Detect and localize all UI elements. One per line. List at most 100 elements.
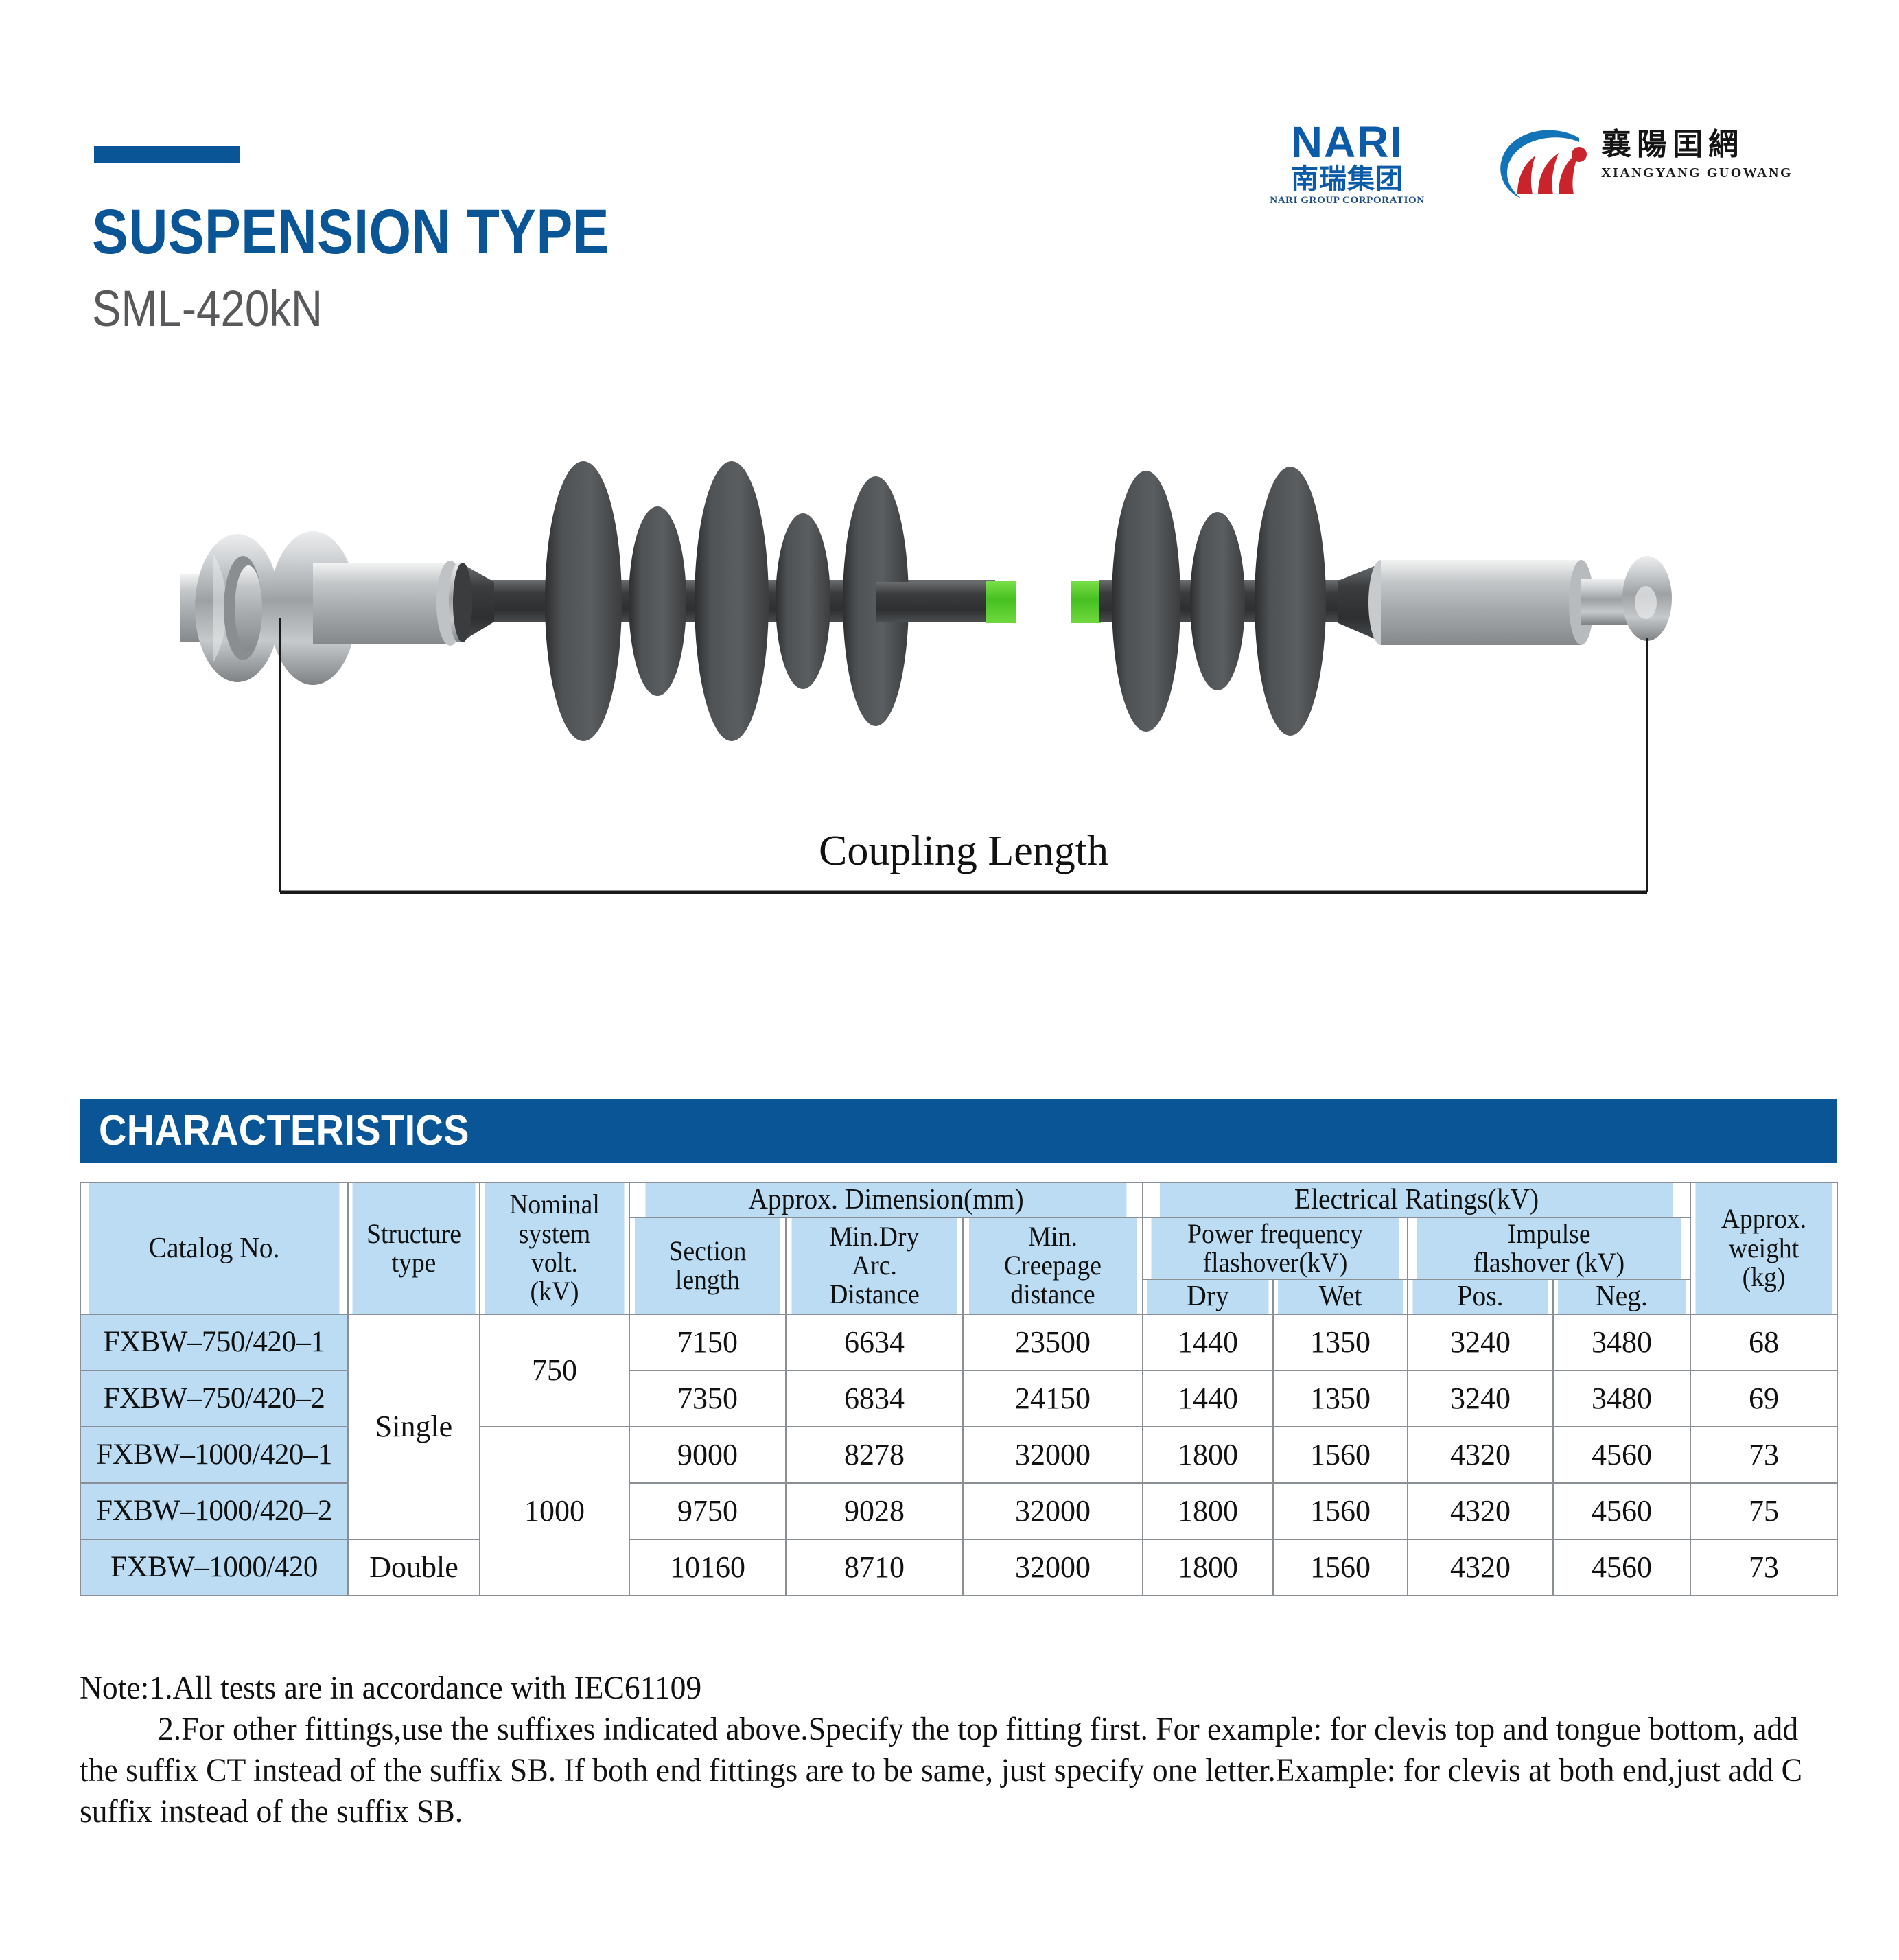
cell-catalog-no: FXBW–1000/420–1 xyxy=(80,1425,349,1484)
header-nominal-system-volt: Nominal system volt. (kV) xyxy=(483,1182,626,1315)
header-min-dry-arc-distance: Min.Dry Arc. Distance xyxy=(790,1216,959,1315)
header-nominal-line1: Nominal xyxy=(509,1189,600,1220)
header-section-length: Section length xyxy=(633,1216,782,1315)
coupling-length-dimension-bracket xyxy=(279,618,1648,894)
cell-impulse-pos: 3240 xyxy=(1407,1313,1554,1371)
table-row: FXBW–1000/420–2 9750 9028 32000 1800 156… xyxy=(80,1482,1839,1540)
break-marker-right xyxy=(1071,581,1101,623)
header-structure-type: Structure type xyxy=(351,1182,477,1315)
insulator-shed-group-left xyxy=(545,461,909,741)
cell-min-creepage-distance: 32000 xyxy=(962,1425,1143,1484)
insulator-product-illustration: Coupling Length xyxy=(180,461,1672,894)
insulator-shed-group-right xyxy=(1112,467,1326,736)
characteristics-table: Catalog No. Structure type Nominal syste… xyxy=(80,1182,1839,1596)
header-electrical-ratings: Electrical Ratings(kV) xyxy=(1158,1182,1675,1218)
header-nominal-line4: (kV) xyxy=(530,1276,579,1307)
cell-power-freq-wet: 1560 xyxy=(1272,1538,1408,1596)
cell-catalog-no: FXBW–750/420–2 xyxy=(80,1369,349,1427)
xiangyang-chinese-name: 襄陽囯網 xyxy=(1601,127,1744,162)
note-line-2: 2.For other fittings,use the suffixes in… xyxy=(80,1711,1803,1830)
header-min-dry-arc-line1: Min.Dry xyxy=(829,1220,920,1252)
table-row: FXBW–750/420–2 7350 6834 24150 1440 1350… xyxy=(80,1369,1839,1427)
cell-catalog-no: FXBW–1000/420 xyxy=(80,1538,349,1596)
cell-impulse-pos: 4320 xyxy=(1407,1538,1554,1596)
header-wet: Wet xyxy=(1276,1279,1405,1315)
cell-impulse-neg: 4560 xyxy=(1552,1538,1692,1596)
header-approx-weight: Approx. weight (kg) xyxy=(1694,1182,1834,1315)
cell-section-length: 10160 xyxy=(629,1538,787,1596)
cell-approx-weight: 73 xyxy=(1690,1538,1839,1596)
header-structure-type-line1: Structure xyxy=(366,1217,461,1249)
clevis-end-fitting-left xyxy=(180,531,468,685)
cell-approx-weight: 73 xyxy=(1690,1425,1839,1484)
table-row: FXBW–1000/420–1 1000 9000 8278 32000 180… xyxy=(80,1425,1839,1596)
nari-chinese-name: 南瑞集团 xyxy=(1291,163,1403,195)
header-impulse-line2: flashover (kV) xyxy=(1473,1246,1625,1278)
header-pos: Pos. xyxy=(1411,1279,1550,1315)
coupling-length-label: Coupling Length xyxy=(819,828,1108,874)
header-min-dry-arc-line3: Distance xyxy=(829,1279,920,1310)
header-row-2: Section length Min.Dry Arc. Distance Min… xyxy=(80,1216,1837,1315)
cell-catalog-no: FXBW–1000/420–2 xyxy=(80,1482,349,1540)
cell-approx-weight: 68 xyxy=(1690,1313,1839,1371)
xiangyang-guowang-logo: 襄陽囯網 XIANGYANG GUOWANG xyxy=(1493,120,1793,209)
header-section-length-line2: length xyxy=(675,1264,740,1296)
cell-power-freq-wet: 1560 xyxy=(1272,1482,1408,1540)
cell-nominal-system-volt: 1000 xyxy=(479,1425,630,1596)
break-marker-left xyxy=(986,581,1016,623)
cell-section-length: 9750 xyxy=(629,1482,787,1540)
cell-min-dry-arc-distance: 8710 xyxy=(785,1538,964,1596)
cell-min-creepage-distance: 32000 xyxy=(962,1482,1143,1540)
header-impulse-flashover: Impulse flashover (kV) xyxy=(1415,1216,1683,1281)
cell-structure-type: Double xyxy=(347,1538,480,1596)
table-body: FXBW–750/420–1 Single 750 7150 6634 2350… xyxy=(80,1313,1839,1596)
table-row: FXBW–750/420–1 Single 750 7150 6634 2350… xyxy=(80,1313,1839,1540)
cell-min-dry-arc-distance: 8278 xyxy=(785,1425,964,1484)
header-neg: Neg. xyxy=(1557,1279,1687,1315)
nari-wordmark: NARI xyxy=(1290,117,1404,167)
cell-section-length: 7350 xyxy=(629,1369,787,1427)
cell-power-freq-dry: 1800 xyxy=(1142,1482,1274,1540)
cell-impulse-pos: 4320 xyxy=(1407,1482,1554,1540)
cell-section-length: 7150 xyxy=(629,1313,787,1371)
cell-power-freq-dry: 1440 xyxy=(1142,1369,1274,1427)
cell-approx-weight: 75 xyxy=(1690,1482,1839,1540)
cell-section-length: 9000 xyxy=(629,1425,787,1484)
cell-nominal-system-volt: 750 xyxy=(479,1313,630,1427)
cell-power-freq-dry: 1440 xyxy=(1142,1313,1274,1371)
header-min-creepage-line1: Min. xyxy=(1027,1220,1078,1252)
header-power-frequency-line2: flashover(kV) xyxy=(1202,1246,1348,1278)
cell-impulse-neg: 4560 xyxy=(1552,1482,1692,1540)
cell-power-freq-wet: 1350 xyxy=(1272,1369,1408,1427)
insulator-core-left-tail xyxy=(876,582,992,622)
header-power-frequency-flashover: Power frequency flashover(kV) xyxy=(1150,1216,1401,1281)
header-structure-type-line2: type xyxy=(391,1246,436,1278)
note-line-1: Note:1.All tests are in accordance with … xyxy=(80,1670,702,1706)
header-catalog-no: Catalog No. xyxy=(87,1182,341,1315)
cell-power-freq-wet: 1350 xyxy=(1272,1313,1408,1371)
header-approx-dimension: Approx. Dimension(mm) xyxy=(644,1182,1128,1218)
xiangyang-flame-arc-icon xyxy=(1500,130,1587,198)
characteristics-title: CHARACTERISTICS xyxy=(99,1107,469,1154)
cell-impulse-pos: 4320 xyxy=(1407,1425,1554,1484)
note-block: Note:1.All tests are in accordance with … xyxy=(80,1668,1850,1832)
cell-catalog-no: FXBW–750/420–1 xyxy=(80,1313,349,1371)
header-accent-bar xyxy=(94,146,240,163)
header-impulse-line1: Impulse xyxy=(1507,1217,1591,1249)
cell-impulse-pos: 3240 xyxy=(1407,1369,1554,1427)
xiangyang-romanized-subtitle: XIANGYANG GUOWANG xyxy=(1601,165,1793,180)
cell-impulse-neg: 4560 xyxy=(1552,1425,1692,1484)
header-section-length-line1: Section xyxy=(668,1235,747,1266)
cell-min-creepage-distance: 32000 xyxy=(962,1538,1143,1596)
table-row: FXBW–1000/420 Double 10160 8710 32000 18… xyxy=(80,1538,1839,1596)
header-min-creepage-distance: Min. Creepage distance xyxy=(967,1216,1139,1315)
page-subtitle: SML-420kN xyxy=(92,280,323,337)
header-nominal-line2: system xyxy=(518,1217,591,1249)
header-power-frequency-line1: Power frequency xyxy=(1187,1217,1363,1249)
cell-impulse-neg: 3480 xyxy=(1552,1313,1692,1371)
cell-approx-weight: 69 xyxy=(1690,1369,1839,1427)
page-title: SUSPENSION TYPE xyxy=(92,197,609,267)
socket-ball-end-fitting-right xyxy=(1368,556,1672,645)
header-nominal-line3: volt. xyxy=(531,1246,578,1278)
cell-structure-type: Single xyxy=(347,1313,480,1540)
